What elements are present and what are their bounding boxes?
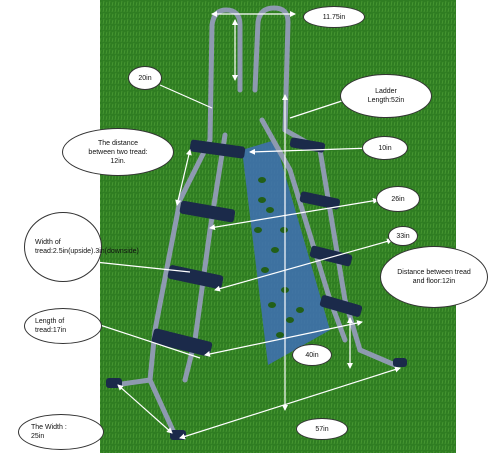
ladder-length-label: Ladder Length:52in (367, 88, 405, 104)
handle-height-label: 20in (138, 74, 152, 82)
tread-distance-callout: The distance between two tread: 12in. (62, 128, 174, 176)
handle-height-callout: 20in (128, 66, 162, 90)
panel-hole (271, 247, 279, 253)
outside-width-label: 26in (391, 195, 405, 203)
tread-back-4 (319, 295, 363, 317)
base-length-callout: 57in (296, 418, 348, 440)
handle-width-callout: 11.75in (303, 6, 365, 28)
panel-hole (286, 317, 294, 323)
tread-length-callout: Length of tread:17in (24, 308, 102, 344)
tread-4 (151, 328, 213, 357)
panel-hole (258, 197, 266, 203)
panel-hole (296, 307, 304, 313)
inside-width-bottom-label: 40in (305, 351, 319, 359)
base-length-label: 57in (315, 425, 329, 433)
tread-1 (189, 139, 246, 159)
tread-width-label: Width of tread:2.5in(upside).3in(downsid… (35, 239, 139, 255)
panel-hole (268, 302, 276, 308)
panel-hole (280, 227, 288, 233)
foot-front (170, 430, 186, 440)
tread-gap-callout: 10in (362, 136, 408, 160)
outside-width-callout: 26in (376, 186, 420, 212)
floor-distance-label: Distance between tread and floor:12in (397, 269, 471, 285)
base-width-callout: The Width : 25in (18, 414, 104, 450)
inside-width-label: 33in (396, 232, 410, 240)
panel-hole (258, 177, 266, 183)
panel-hole (254, 227, 262, 233)
floor-distance-callout: Distance between tread and floor:12in (380, 246, 488, 308)
tread-gap-label: 10in (378, 144, 392, 152)
base-width-label: The Width : 25in (31, 424, 67, 440)
panel-hole (266, 207, 274, 213)
foot-right (393, 358, 407, 367)
tread-distance-label: The distance between two tread: 12in. (88, 139, 148, 165)
inside-width-bottom-callout: 40in (292, 344, 332, 366)
panel-hole (261, 267, 269, 273)
inside-width-callout: 33in (388, 226, 418, 246)
panel-hole (276, 332, 284, 338)
ladder-length-callout: Ladder Length:52in (340, 74, 432, 118)
tread-length-label: Length of tread:17in (35, 318, 67, 334)
tread-width-callout: Width of tread:2.5in(upside).3in(downsid… (24, 212, 139, 282)
handle-width-label: 11.75in (322, 13, 346, 21)
